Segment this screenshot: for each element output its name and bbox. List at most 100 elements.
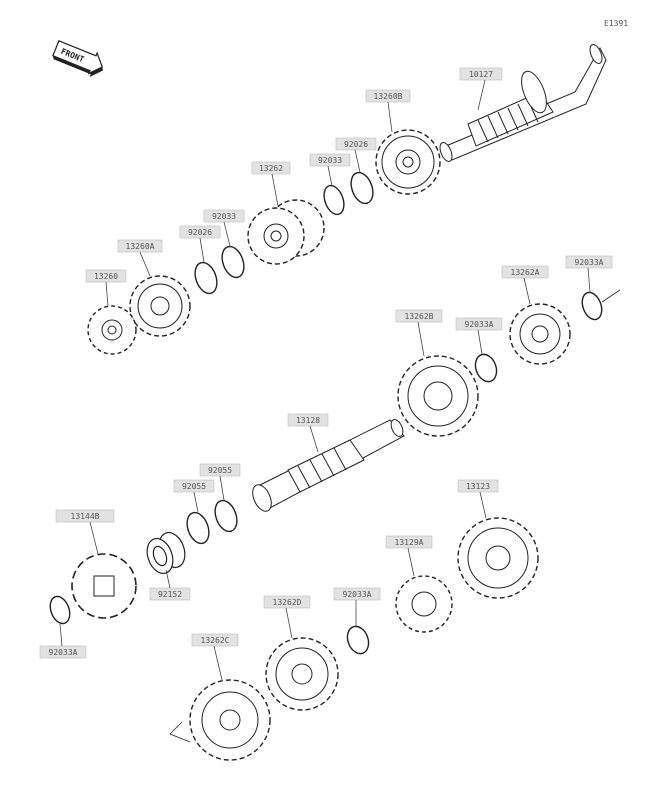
part-number-text: 13129A (395, 538, 424, 547)
part-label-92033A: 92033A (455, 317, 503, 355)
leader-line (309, 425, 319, 453)
part-label-box (385, 535, 433, 549)
leader-line (139, 251, 151, 277)
part-label-box (309, 153, 351, 167)
bearing-92152 (146, 531, 186, 575)
leader-line (89, 521, 99, 555)
sprocket-13144B (71, 553, 137, 619)
leader-line (477, 329, 483, 355)
part-label-box (395, 309, 443, 323)
part-label-box (55, 509, 115, 523)
gear-13129A (395, 575, 453, 633)
part-label-92055: 92055 (173, 479, 215, 513)
leader-line (587, 267, 591, 293)
part-label-box (455, 317, 503, 331)
leader-line (354, 149, 361, 173)
leader-line (407, 547, 415, 577)
part-number-text: 92033A (465, 320, 494, 329)
part-number-text: 92055 (182, 482, 206, 491)
gear-13262A (509, 303, 571, 365)
leader-line (271, 173, 279, 207)
washer-92033A-right (581, 289, 621, 321)
part-label-box (457, 479, 499, 493)
part-label-92033A: 92033A (39, 623, 87, 659)
part-label-92033: 92033 (203, 209, 245, 247)
ring-92026-mid (194, 261, 218, 295)
gear-13260A (129, 275, 191, 337)
part-label-13260: 13260 (85, 269, 127, 307)
part-number-text: 92026 (344, 140, 368, 149)
part-label-box (501, 265, 549, 279)
leader-line (219, 475, 225, 501)
shaft-10127 (439, 44, 607, 162)
part-label-92026: 92026 (335, 137, 377, 173)
part-number-text: 13260B (374, 92, 403, 101)
part-label-13128: 13128 (287, 413, 329, 453)
leader-line (199, 237, 205, 263)
part-label-13262: 13262 (251, 161, 291, 207)
part-label-box (251, 161, 291, 175)
part-label-box (565, 255, 613, 269)
part-label-13260B: 13260B (365, 89, 411, 133)
part-label-13262B: 13262B (395, 309, 443, 357)
leader-line (327, 165, 333, 187)
part-label-box (191, 633, 239, 647)
part-label-92152: 92152 (149, 569, 191, 601)
leader-line (213, 645, 223, 681)
part-number-text: 92033 (212, 212, 236, 221)
diagram-code: E1391 (604, 19, 628, 28)
leader-line (223, 221, 231, 247)
part-number-text: 13262 (259, 164, 283, 173)
part-number-text: 92033 (318, 156, 342, 165)
leader-line (193, 491, 199, 513)
part-label-box (39, 645, 87, 659)
leader-line (417, 321, 425, 357)
leader-line (523, 277, 531, 305)
part-number-text: 13262D (273, 598, 302, 607)
part-number-text: 92026 (188, 228, 212, 237)
part-number-text: 92055 (208, 466, 232, 475)
gear-13260B (375, 129, 441, 195)
part-label-10127: 10127 (459, 67, 503, 111)
part-number-text: 13128 (296, 416, 320, 425)
part-number-text: 92033A (49, 648, 78, 657)
leader-line (479, 491, 487, 519)
part-number-text: 92033A (575, 258, 604, 267)
part-label-box (263, 595, 311, 609)
ring-92055-b (186, 511, 210, 545)
part-label-box (459, 67, 503, 81)
part-number-text: 13262B (405, 312, 434, 321)
part-label-92033: 92033 (309, 153, 351, 187)
part-label-13262C: 13262C (191, 633, 239, 681)
part-number-text: 92033A (343, 590, 372, 599)
ring-92033-mid (221, 245, 245, 279)
leader-line (285, 607, 293, 639)
leader-line (165, 569, 171, 589)
part-label-13123: 13123 (457, 479, 499, 519)
part-label-13129A: 13129A (385, 535, 433, 577)
ring-92055-a (214, 499, 238, 533)
part-label-box (335, 137, 377, 151)
leader-line (387, 101, 393, 133)
washer-92033A-left (49, 595, 71, 625)
part-label-13262A: 13262A (501, 265, 549, 305)
gear-13123 (457, 517, 539, 599)
part-label-92033A: 92033A (565, 255, 613, 293)
part-label-92055: 92055 (199, 463, 241, 501)
part-number-text: 13123 (466, 482, 490, 491)
part-number-text: 13262A (511, 268, 540, 277)
leader-line (59, 623, 63, 647)
gear-13260 (87, 305, 137, 355)
part-label-box (333, 587, 381, 601)
part-number-text: 92152 (158, 590, 182, 599)
part-number-text: 13144B (71, 512, 100, 521)
gear-13262 (247, 199, 325, 265)
leader-line (477, 79, 486, 111)
ring-92026-upper (350, 171, 374, 205)
washer-92033A-center (346, 625, 370, 655)
part-label-13260A: 13260A (117, 239, 163, 277)
part-label-box (287, 413, 329, 427)
ring-92033-upper (323, 184, 345, 216)
gear-13262C (169, 679, 271, 761)
